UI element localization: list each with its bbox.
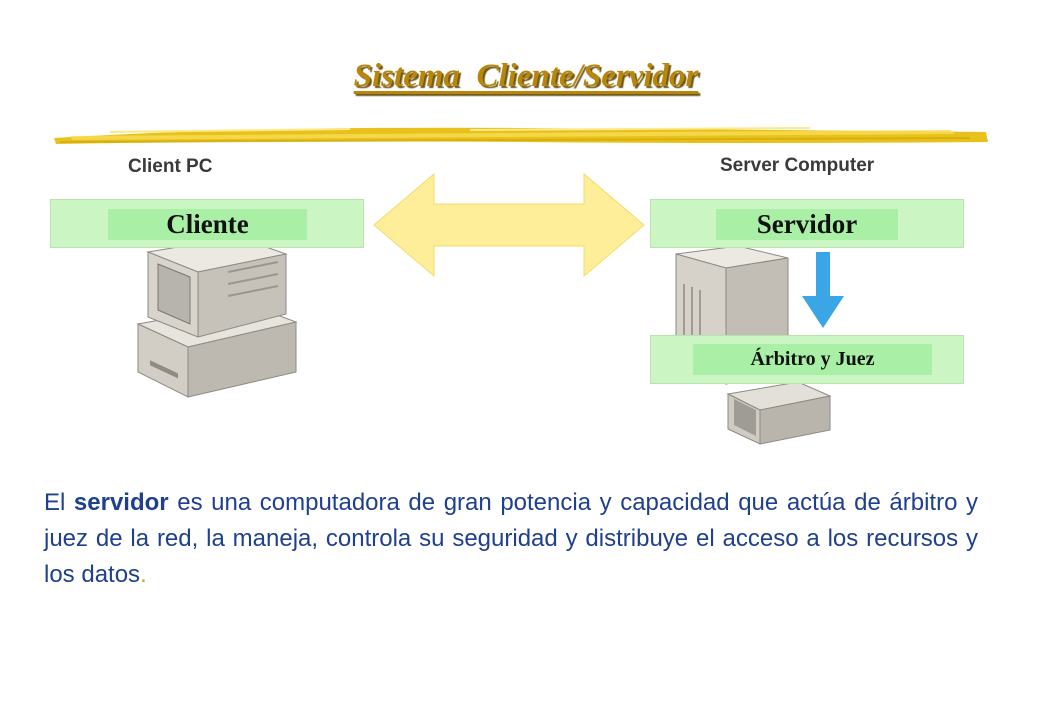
description-part2: es una computadora de gran potencia y ca… bbox=[44, 489, 978, 588]
description-period: . bbox=[140, 561, 147, 588]
down-arrow-icon bbox=[802, 252, 844, 328]
arbitro-tag: Árbitro y Juez bbox=[693, 344, 932, 375]
double-arrow-icon bbox=[373, 172, 645, 278]
description-part1: El bbox=[44, 489, 74, 516]
client-computer-icon bbox=[136, 236, 298, 398]
client-pc-label: Client PC bbox=[128, 156, 213, 177]
server-computer-label: Server Computer bbox=[720, 155, 875, 176]
description-bold-term: servidor bbox=[73, 489, 169, 516]
description-paragraph: El servidor es una computadora de gran p… bbox=[44, 485, 978, 593]
page-title: Sistema Cliente/Servidor bbox=[353, 58, 699, 94]
brush-stroke-divider bbox=[54, 127, 988, 144]
servidor-tag: Servidor bbox=[716, 209, 898, 240]
cliente-tag: Cliente bbox=[108, 209, 307, 240]
